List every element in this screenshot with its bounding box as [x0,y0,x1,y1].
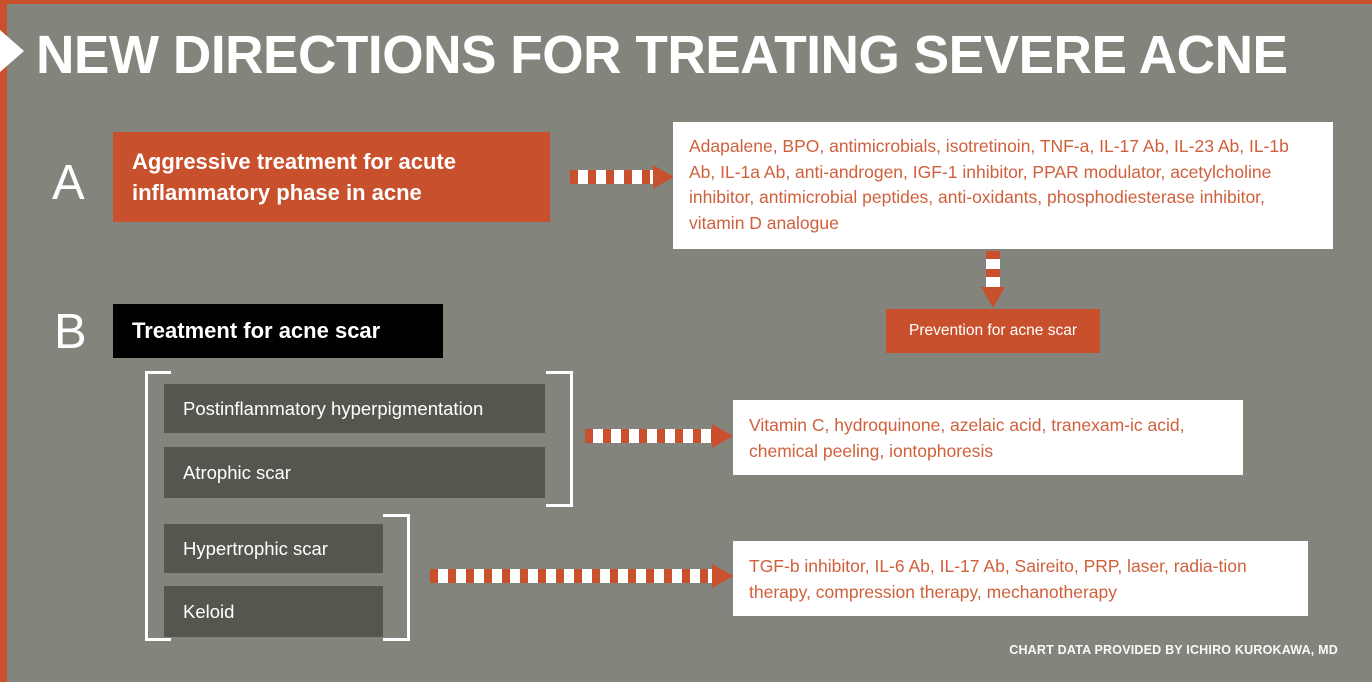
arrow-head [653,165,674,189]
group1-treatments-box: Vitamin C, hydroquinone, azelaic acid, t… [733,400,1243,475]
left-arrow-notch-icon [0,30,24,72]
group2-treatments-box: TGF-b inhibitor, IL-6 Ab, IL-17 Ab, Sair… [733,541,1308,616]
bracket-outer-left [145,371,171,641]
bracket-group2-right [383,514,410,641]
arrow-shaft [570,170,653,184]
condition-box-atrophic-scar: Atrophic scar [164,447,545,498]
arrow-down-to-prevention-icon [981,251,1005,309]
arrow-a-to-treatments-icon [570,165,674,189]
condition-box-hypertrophic-scar: Hypertrophic scar [164,524,383,573]
arrow-shaft [585,429,712,443]
chart-credit: CHART DATA PROVIDED BY ICHIRO KUROKAWA, … [1009,643,1338,657]
bracket-group1-right [546,371,573,507]
arrow-head [981,287,1005,308]
arrow-shaft [986,251,1000,287]
arrow-group2-to-treatments-icon [430,564,733,588]
section-a-heading-box: Aggressive treatment for acute inflammat… [113,132,550,222]
condition-box-postinflammatory-hyperpigmentation: Postinflammatory hyperpigmentation [164,384,545,433]
section-a-treatments-box: Adapalene, BPO, antimicrobials, isotreti… [673,122,1333,249]
page-title: NEW DIRECTIONS FOR TREATING SEVERE ACNE [36,25,1288,85]
arrow-head [712,424,733,448]
section-letter-b: B [54,305,87,359]
prevention-outcome-box: Prevention for acne scar [886,309,1100,353]
left-accent-bar [0,4,7,682]
section-b-heading-box: Treatment for acne scar [113,304,443,358]
section-letter-a: A [52,156,85,210]
condition-box-keloid: Keloid [164,586,383,637]
arrow-group1-to-treatments-icon [585,424,733,448]
arrow-head [712,564,733,588]
arrow-shaft [430,569,712,583]
